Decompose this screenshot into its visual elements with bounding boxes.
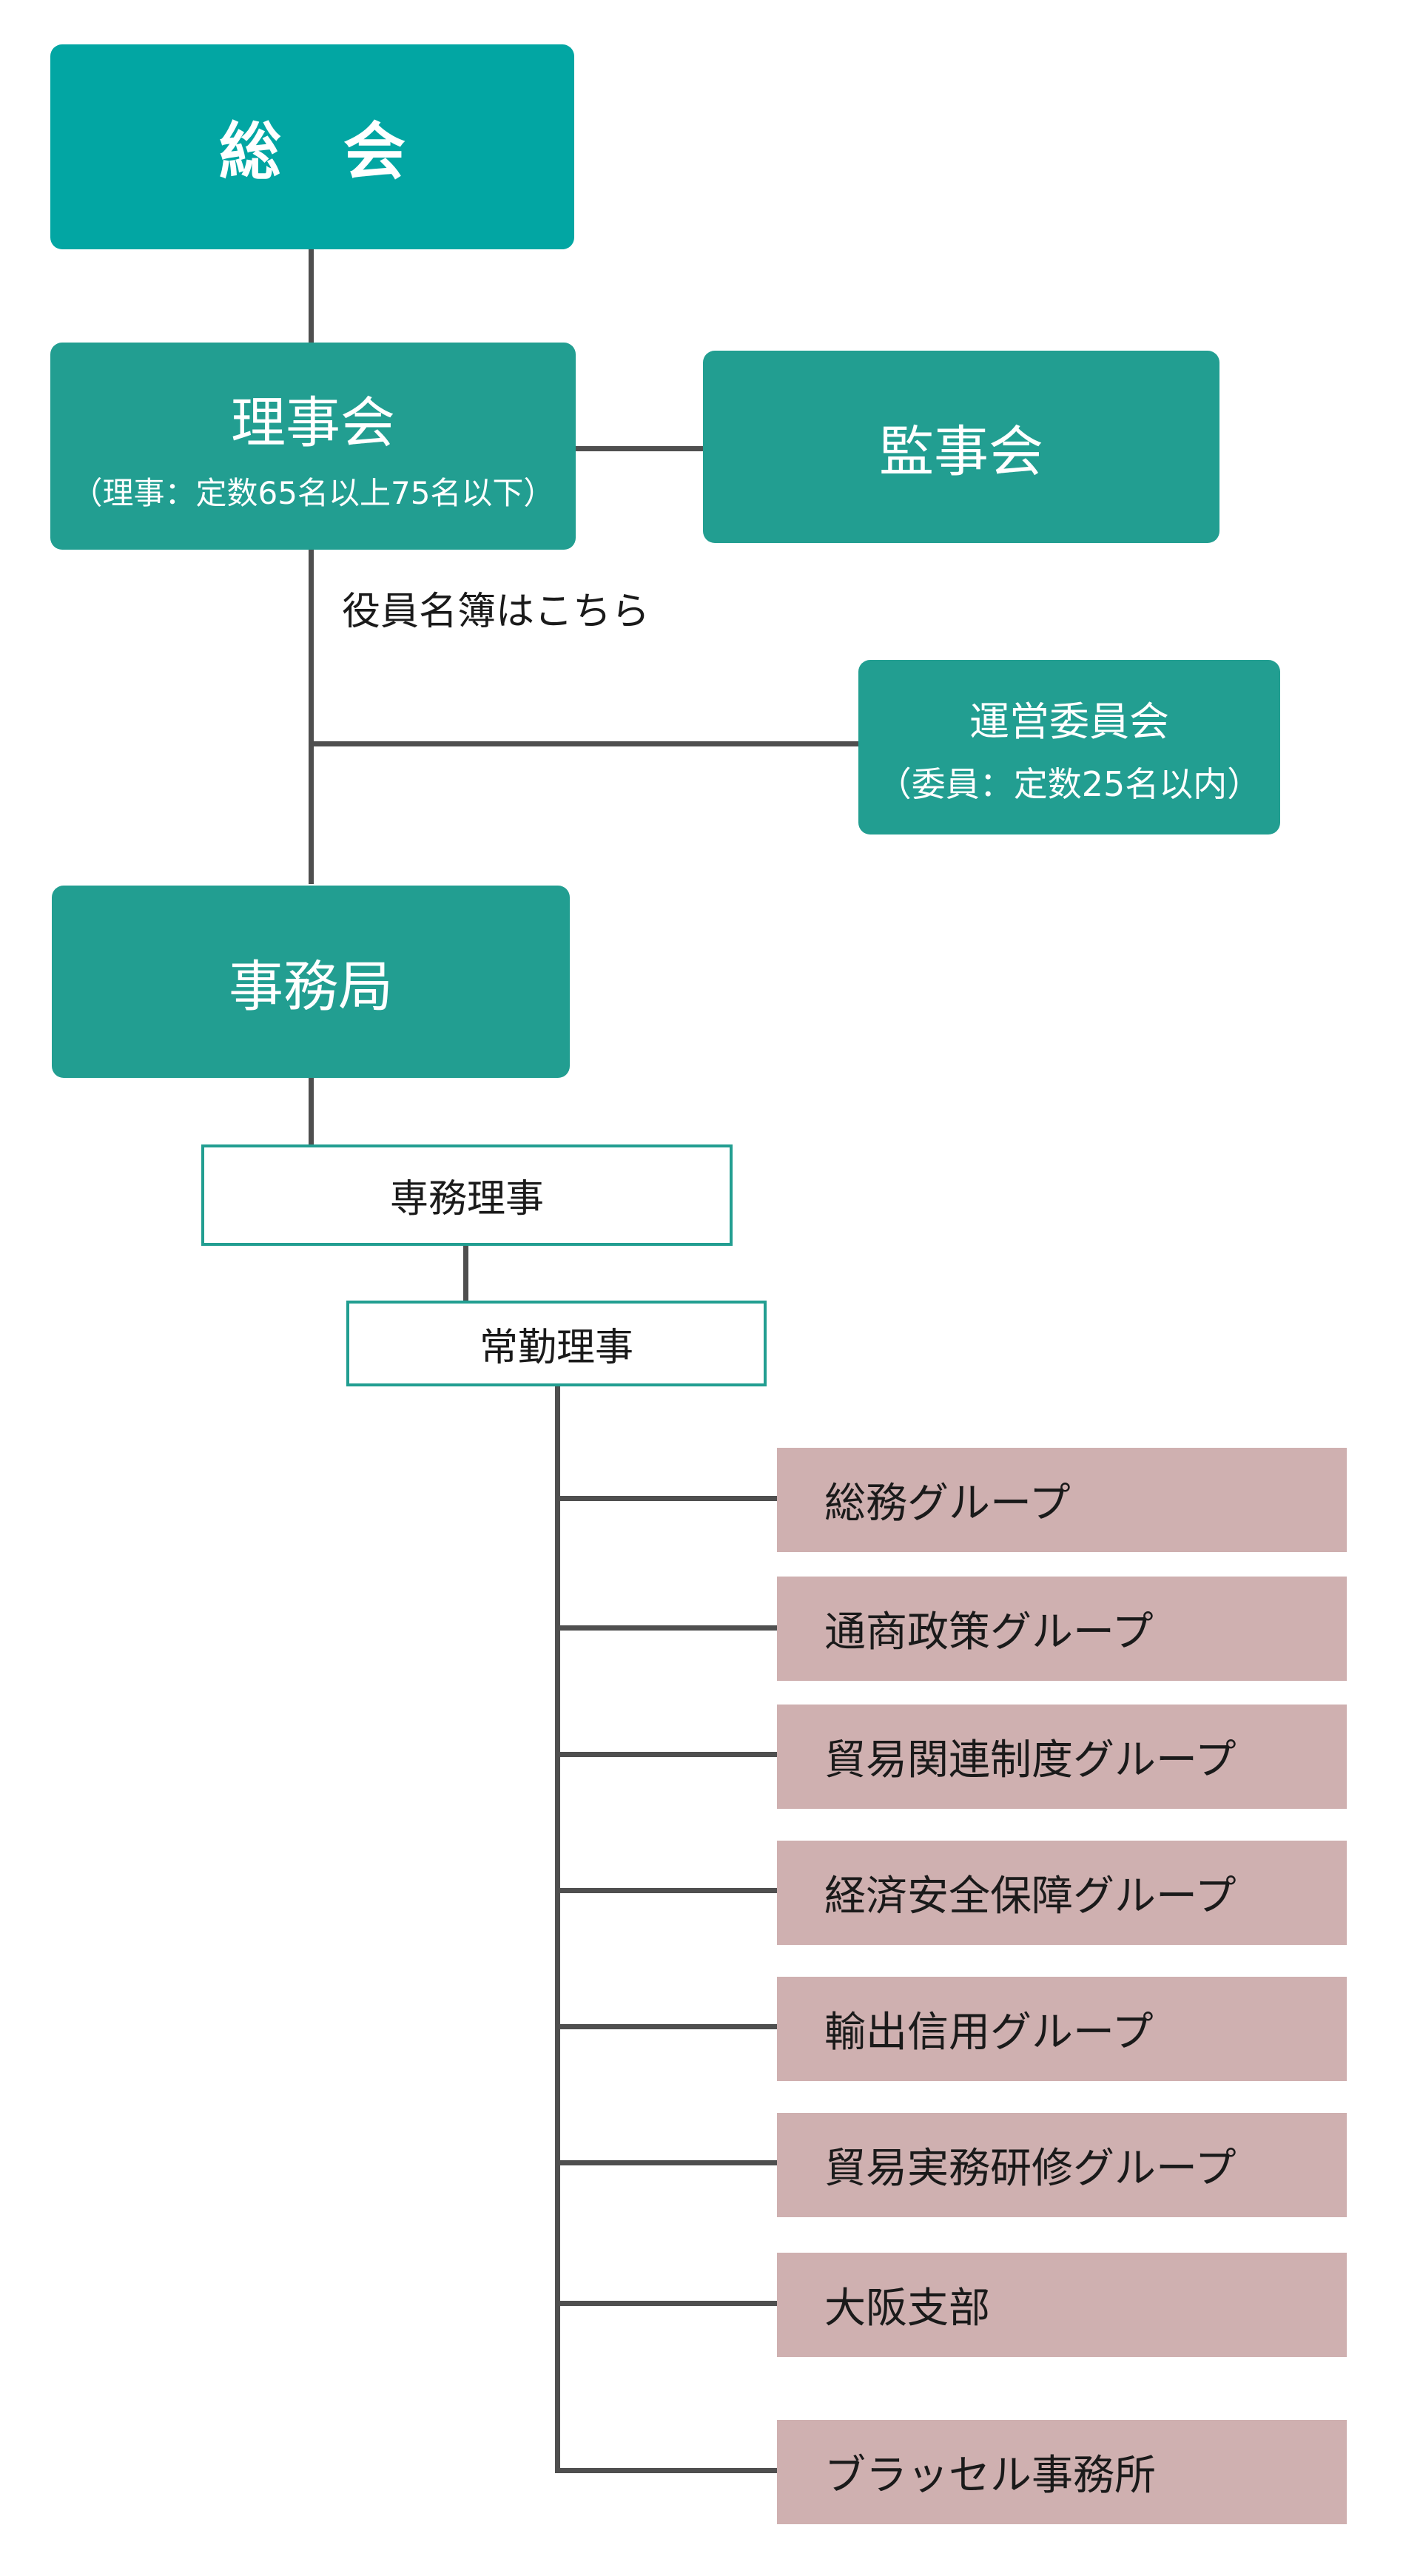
connector-committee — [311, 741, 858, 746]
connector-executive-standing — [463, 1244, 468, 1301]
connector-board-secretariat — [309, 547, 314, 884]
connector-assembly-board — [309, 248, 314, 343]
group-label: 大阪支部 — [824, 2285, 990, 2333]
secretariat-box: 事務局 — [52, 886, 570, 1078]
group-box-export-credit: 輸出信用グループ — [777, 1977, 1347, 2081]
standing-director-box: 常勤理事 — [346, 1301, 767, 1386]
steering-committee-note: （委員：定数25名以内） — [877, 763, 1262, 804]
auditors-box: 監事会 — [703, 351, 1219, 543]
connector-group-branch — [555, 1625, 777, 1631]
executive-director-box: 専務理事 — [201, 1144, 733, 1246]
connector-group-branch — [555, 1888, 777, 1893]
connector-group-branch — [555, 1752, 777, 1757]
group-label: 総務グループ — [824, 1480, 1071, 1528]
group-box-economic-security: 経済安全保障グループ — [777, 1841, 1347, 1945]
group-box-brussels-office: ブラッセル事務所 — [777, 2420, 1347, 2524]
general-assembly-label: 総 会 — [218, 115, 406, 188]
steering-committee-box: 運営委員会 （委員：定数25名以内） — [858, 660, 1280, 834]
board-label: 理事会 — [231, 391, 395, 455]
auditors-label: 監事会 — [879, 419, 1043, 484]
group-box-osaka-branch: 大阪支部 — [777, 2253, 1347, 2357]
standing-director-label: 常勤理事 — [479, 1325, 633, 1370]
general-assembly-box: 総 会 — [50, 44, 574, 249]
connector-group-branch — [555, 2301, 777, 2306]
group-label: 経済安全保障グループ — [824, 1872, 1237, 1921]
connector-group-branch — [555, 2160, 777, 2165]
group-box-trade-systems: 貿易関連制度グループ — [777, 1705, 1347, 1809]
board-box: 理事会 （理事：定数65名以上75名以下） — [50, 343, 576, 550]
connector-secretariat-executive — [309, 1076, 314, 1144]
connector-groups-trunk — [555, 1385, 560, 2472]
group-label: 輸出信用グループ — [824, 2009, 1154, 2057]
officers-list-link[interactable]: 役員名簿はこちら — [342, 590, 650, 634]
group-box-trade-policy: 通商政策グループ — [777, 1577, 1347, 1681]
group-label: 通商政策グループ — [824, 1608, 1154, 1656]
secretariat-label: 事務局 — [229, 954, 393, 1019]
connector-board-auditors — [575, 446, 703, 451]
group-box-general-affairs: 総務グループ — [777, 1448, 1347, 1552]
group-label: ブラッセル事務所 — [824, 2452, 1156, 2500]
connector-group-branch — [555, 1496, 777, 1501]
group-box-trade-training: 貿易実務研修グループ — [777, 2113, 1347, 2217]
board-note: （理事：定数65名以上75名以下） — [71, 475, 555, 511]
connector-group-branch — [555, 2024, 777, 2029]
steering-committee-label: 運営委員会 — [969, 698, 1169, 745]
connector-group-branch — [555, 2468, 777, 2473]
executive-director-label: 専務理事 — [389, 1177, 544, 1221]
group-label: 貿易実務研修グループ — [824, 2145, 1237, 2193]
group-label: 貿易関連制度グループ — [824, 1736, 1237, 1784]
